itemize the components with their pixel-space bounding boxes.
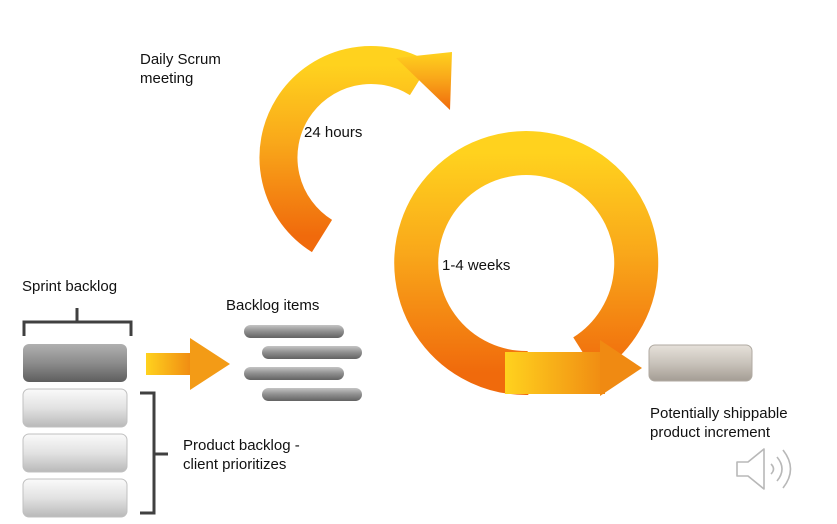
product-backlog-bracket bbox=[140, 391, 168, 515]
sprint-to-items-arrow bbox=[146, 338, 230, 390]
increment-label: Potentially shippable product increment bbox=[650, 404, 788, 442]
product-backlog-label: Product backlog - client prioritizes bbox=[183, 436, 300, 474]
product-backlog-label-line: Product backlog - bbox=[183, 437, 300, 454]
increment-label-line: Potentially shippable bbox=[650, 405, 788, 422]
sprint-backlog-label: Sprint backlog bbox=[22, 278, 118, 295]
speaker-icon[interactable] bbox=[734, 444, 802, 494]
sprint-backlog-bar bbox=[23, 344, 127, 382]
daily-scrum-label-line: meeting bbox=[140, 70, 194, 87]
product-increment-bar bbox=[648, 344, 753, 382]
daily-loop-arrow bbox=[259, 46, 452, 253]
product-backlog-bar bbox=[22, 388, 128, 428]
daily-scrum-label: Daily Scrum meeting bbox=[140, 50, 221, 88]
product-backlog-bar bbox=[22, 433, 128, 473]
backlog-item-bar bbox=[262, 388, 362, 401]
sprint-backlog-bracket bbox=[22, 308, 133, 336]
backlog-item-bar bbox=[262, 346, 362, 359]
weeks-label: 1-4 weeks bbox=[442, 257, 511, 274]
hours-label: 24 hours bbox=[304, 124, 363, 141]
product-backlog-bar bbox=[22, 478, 128, 518]
product-backlog-label-line: client prioritizes bbox=[183, 456, 287, 473]
backlog-items-label: Backlog items bbox=[226, 297, 320, 314]
sprint-loop-arrow bbox=[394, 131, 659, 396]
backlog-item-bar bbox=[244, 367, 344, 380]
increment-label-line: product increment bbox=[650, 424, 771, 441]
backlog-item-bar bbox=[244, 325, 344, 338]
daily-scrum-label-line: Daily Scrum bbox=[140, 51, 221, 68]
